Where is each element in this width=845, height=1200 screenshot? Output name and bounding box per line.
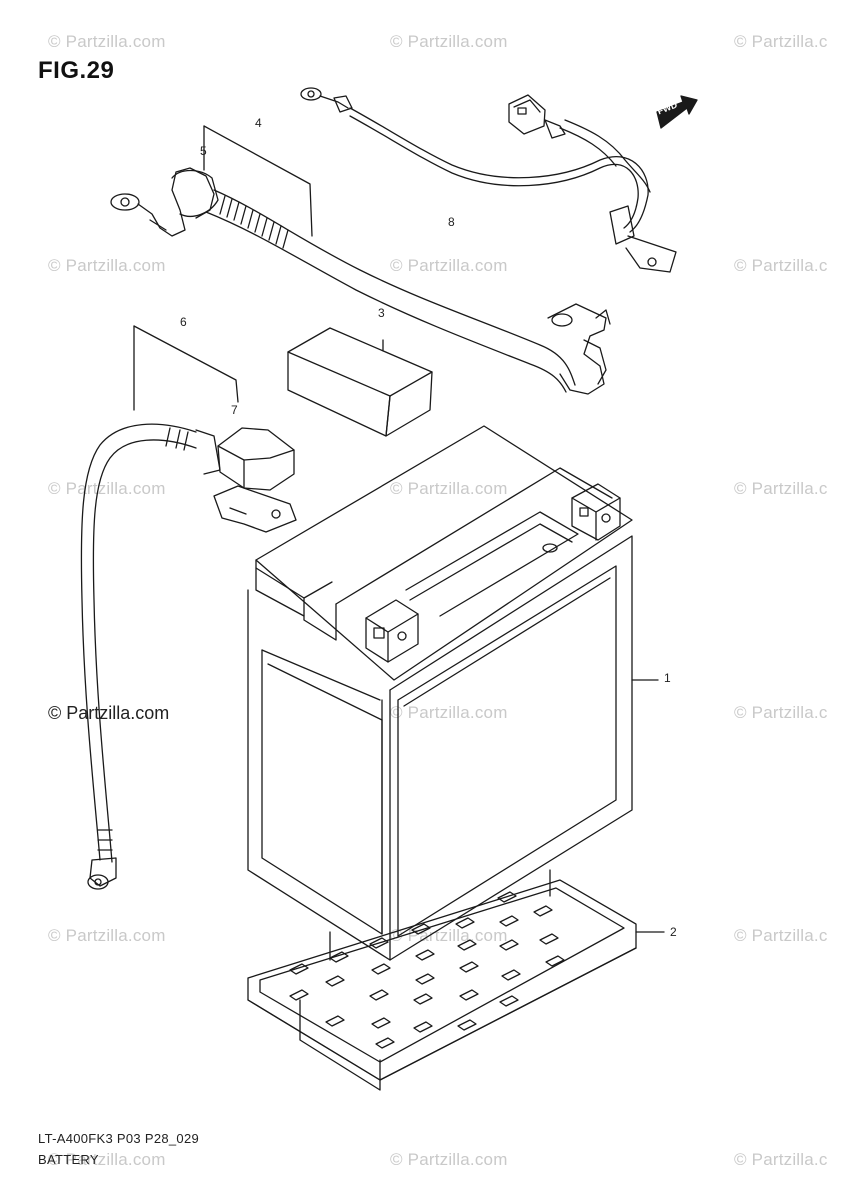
- figure-title: FIG.29: [38, 57, 115, 84]
- callout-2: 2: [670, 925, 677, 939]
- callout-bracket-6-7: [133, 325, 239, 411]
- callout-6: 6: [180, 315, 187, 329]
- part-6-cable: [80, 423, 297, 890]
- watermark: © Partzilla.c: [734, 479, 828, 498]
- callout-8: 8: [448, 215, 455, 229]
- watermark: © Partzilla.com: [390, 479, 508, 498]
- watermark: © Partzilla.c: [734, 703, 828, 722]
- model-code: LT-A400FK3 P03 P28_029: [38, 1131, 200, 1146]
- watermark: © Partzilla.com: [48, 32, 166, 51]
- callout-7: 7: [231, 403, 238, 417]
- watermark: © Partzilla.com: [390, 703, 508, 722]
- watermark: © Partzilla.c: [734, 1150, 828, 1169]
- watermark: © Partzilla.c: [734, 32, 828, 51]
- callout-4: 4: [255, 116, 262, 130]
- part-2-tray: [247, 869, 637, 1091]
- watermark: © Partzilla.com: [48, 926, 166, 945]
- watermark: © Partzilla.com: [48, 1150, 166, 1169]
- watermark: © Partzilla.c: [734, 926, 828, 945]
- callout-5: 5: [200, 144, 207, 158]
- watermark: © Partzilla.com: [390, 32, 508, 51]
- watermark: © Partzilla.com: [390, 1150, 508, 1169]
- watermark-strong: © Partzilla.com: [48, 703, 170, 723]
- watermark: © Partzilla.com: [48, 256, 166, 275]
- watermark: © Partzilla.com: [48, 479, 166, 498]
- section-name: BATTERY: [38, 1152, 99, 1167]
- callout-3: 3: [378, 306, 385, 320]
- part-1-battery: [247, 425, 633, 961]
- part-8-lead: [300, 87, 677, 273]
- callout-1: 1: [664, 671, 671, 685]
- watermark: © Partzilla.c: [734, 256, 828, 275]
- watermark: © Partzilla.com: [390, 256, 508, 275]
- part-3-pad: [287, 327, 433, 437]
- callout-bracket-4-5: [203, 125, 313, 237]
- part-4-cable: [110, 167, 611, 395]
- fwd-arrow-icon: [656, 95, 698, 129]
